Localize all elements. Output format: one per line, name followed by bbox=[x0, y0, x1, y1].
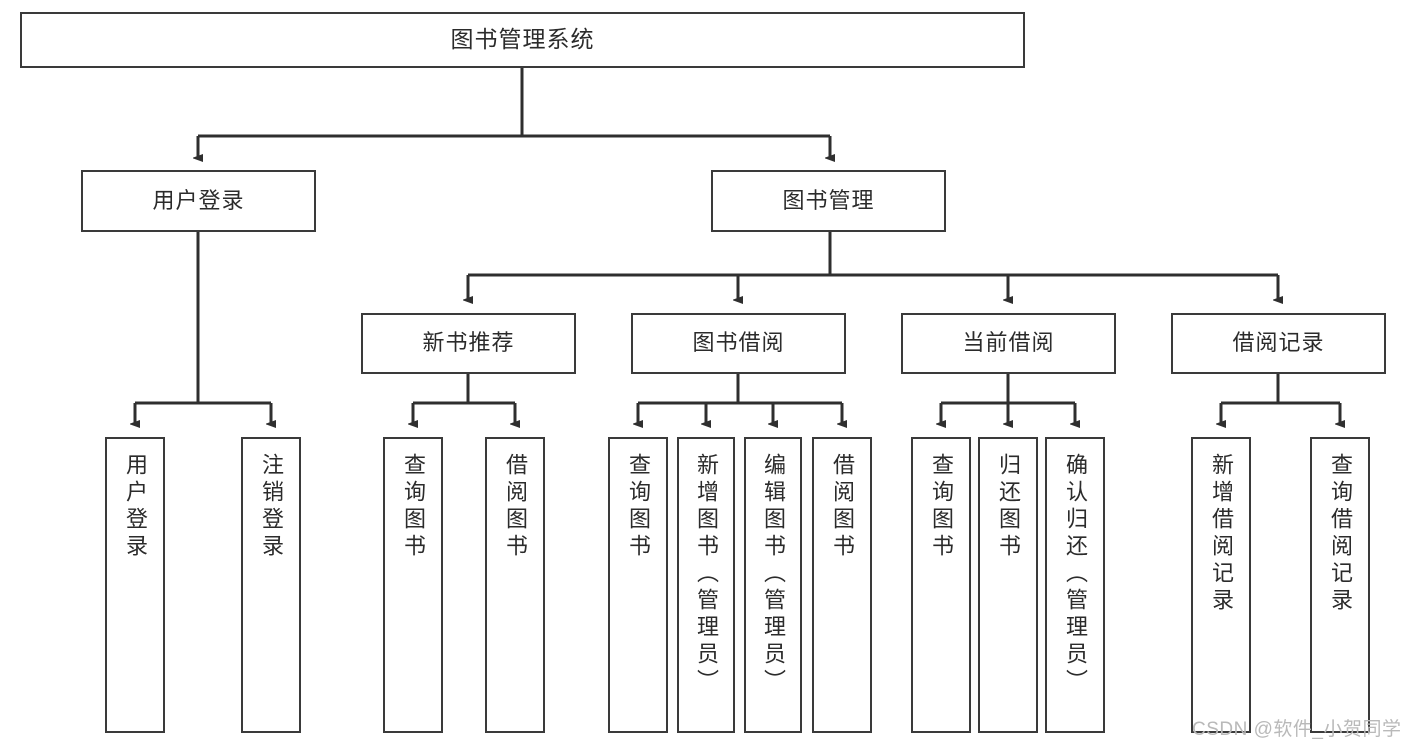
node-book-borrow[interactable]: 图书借阅 bbox=[631, 313, 846, 374]
node-label: 确认归还（管理员） bbox=[1063, 453, 1088, 696]
node-leaf-return-book[interactable]: 归还图书 bbox=[978, 437, 1038, 733]
node-leaf-user-login[interactable]: 用户登录 bbox=[105, 437, 165, 733]
node-label: 查询图书 bbox=[626, 453, 651, 561]
node-label: 归还图书 bbox=[996, 453, 1021, 561]
node-leaf-borrow-book-1[interactable]: 借阅图书 bbox=[485, 437, 545, 733]
node-current-borrow[interactable]: 当前借阅 bbox=[901, 313, 1116, 374]
node-label: 查询图书 bbox=[929, 453, 954, 561]
node-leaf-query-book-2[interactable]: 查询图书 bbox=[608, 437, 668, 733]
node-label: 用户登录 bbox=[152, 187, 245, 213]
node-label: 借阅图书 bbox=[503, 453, 528, 561]
node-label: 图书借阅 bbox=[692, 330, 785, 356]
node-new-book-rec[interactable]: 新书推荐 bbox=[361, 313, 576, 374]
node-root-system[interactable]: 图书管理系统 bbox=[20, 12, 1025, 68]
node-label: 查询借阅记录 bbox=[1328, 453, 1353, 615]
node-leaf-query-book-1[interactable]: 查询图书 bbox=[383, 437, 443, 733]
node-label: 注销登录 bbox=[259, 453, 284, 561]
node-label: 用户登录 bbox=[123, 453, 148, 561]
node-label: 查询图书 bbox=[401, 453, 426, 561]
node-leaf-add-book[interactable]: 新增图书（管理员） bbox=[677, 437, 735, 733]
node-label: 借阅记录 bbox=[1232, 330, 1325, 356]
node-label: 图书管理系统 bbox=[450, 26, 595, 53]
node-leaf-borrow-book-2[interactable]: 借阅图书 bbox=[812, 437, 872, 733]
node-leaf-query-record[interactable]: 查询借阅记录 bbox=[1310, 437, 1370, 733]
node-label: 新书推荐 bbox=[422, 330, 515, 356]
node-leaf-add-record[interactable]: 新增借阅记录 bbox=[1191, 437, 1251, 733]
node-label: 新增借阅记录 bbox=[1209, 453, 1234, 615]
csdn-watermark: CSDN @软件_小贺同学 bbox=[1192, 719, 1402, 740]
node-label: 新增图书（管理员） bbox=[694, 453, 719, 696]
node-label: 借阅图书 bbox=[830, 453, 855, 561]
node-leaf-confirm-return[interactable]: 确认归还（管理员） bbox=[1045, 437, 1105, 733]
node-label: 图书管理 bbox=[782, 187, 875, 213]
node-leaf-logout-login[interactable]: 注销登录 bbox=[241, 437, 301, 733]
node-leaf-edit-book[interactable]: 编辑图书（管理员） bbox=[744, 437, 802, 733]
node-label: 编辑图书（管理员） bbox=[761, 453, 786, 696]
node-borrow-record[interactable]: 借阅记录 bbox=[1171, 313, 1386, 374]
node-leaf-query-book-3[interactable]: 查询图书 bbox=[911, 437, 971, 733]
node-label: 当前借阅 bbox=[962, 330, 1055, 356]
node-book-manage[interactable]: 图书管理 bbox=[711, 170, 946, 232]
node-user-login[interactable]: 用户登录 bbox=[81, 170, 316, 232]
